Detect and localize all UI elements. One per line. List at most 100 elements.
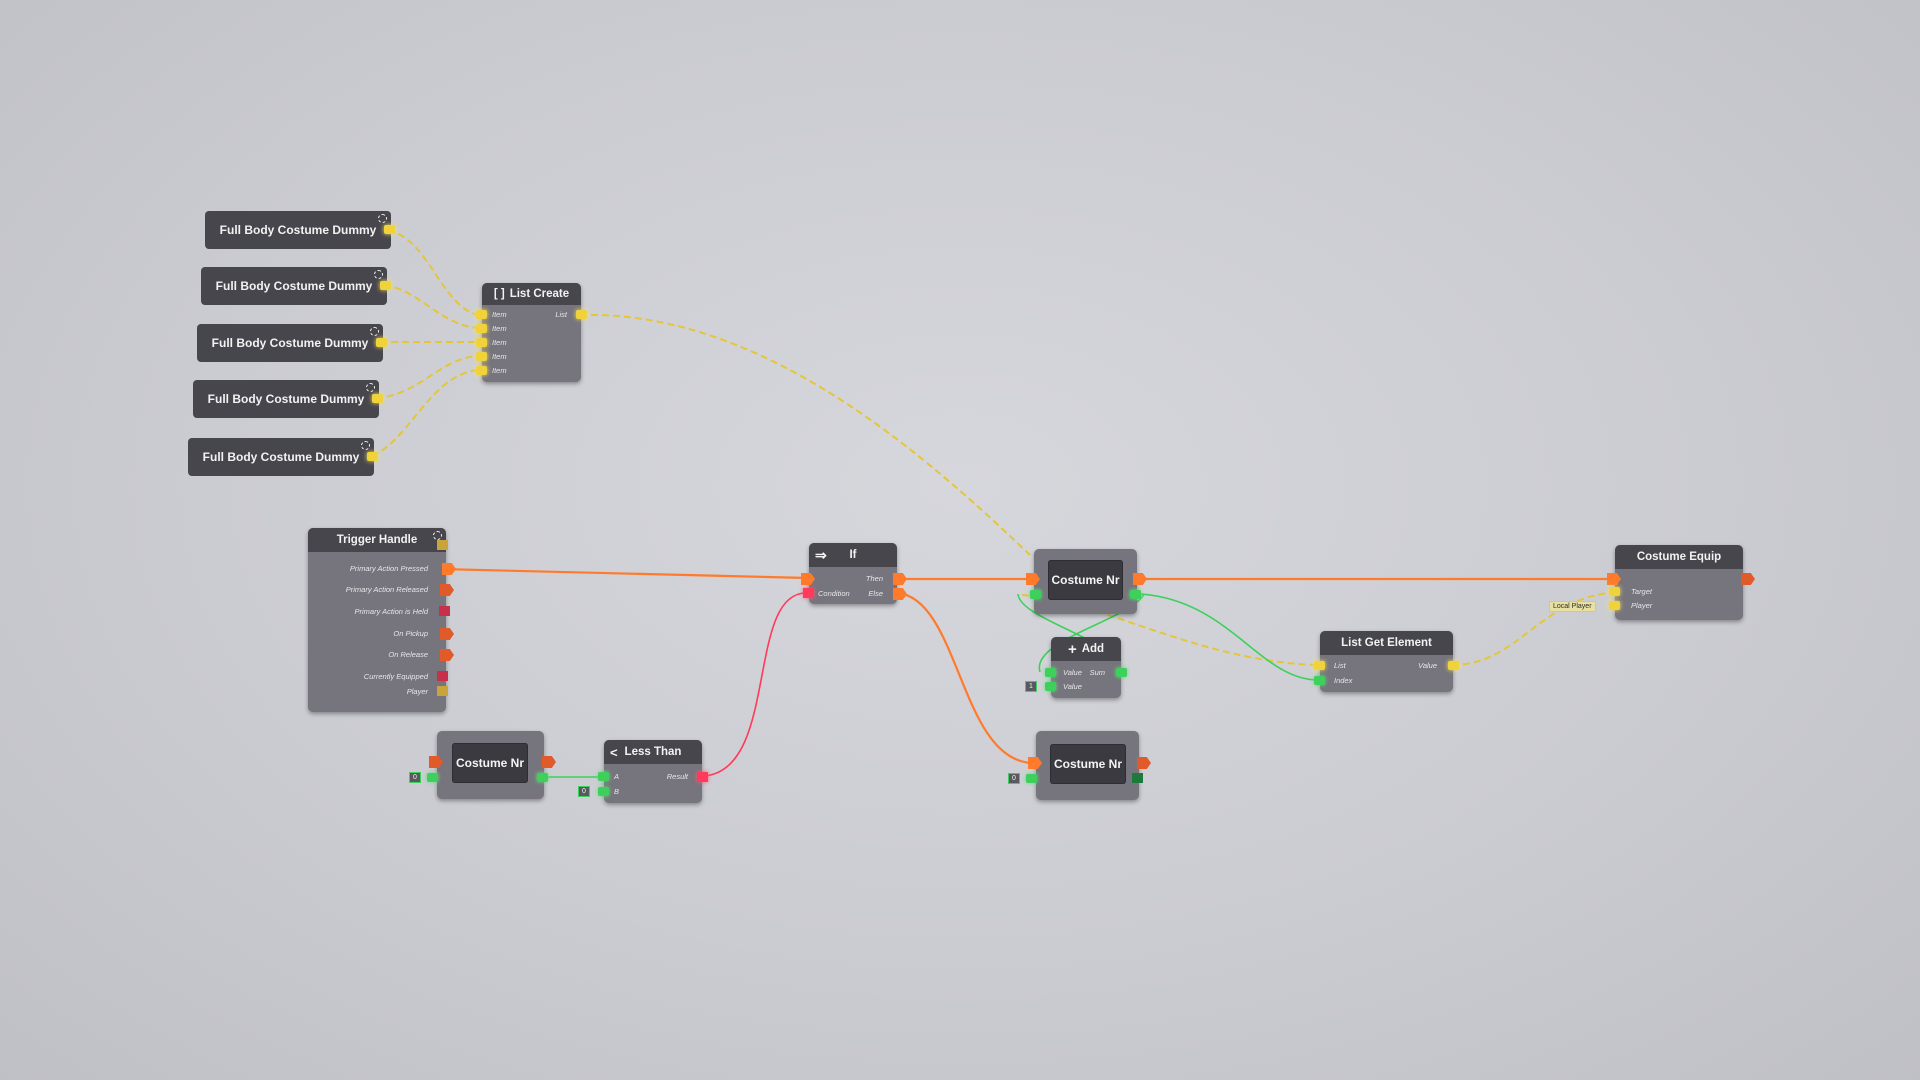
port-label: Item [492,352,507,361]
item-output-port[interactable] [367,452,378,461]
costume-nr-node-center[interactable]: Costume Nr [1026,549,1147,614]
list-create-node[interactable]: [ ] List Create Item Item Item Item Item… [476,283,587,382]
exec-input-port[interactable] [1607,573,1621,585]
if-node[interactable]: ⇒ If Then Condition Else [801,543,907,604]
add-node[interactable]: + Add Value Sum 1 Value [1025,637,1127,698]
settings-gear-icon[interactable] [366,383,375,392]
bool-output-port[interactable] [437,671,448,681]
sum-output-port[interactable] [1116,668,1127,677]
exec-input-port[interactable] [1028,757,1042,769]
costume-nr-plate[interactable]: Costume Nr [452,743,528,783]
trigger-handle-header[interactable]: Trigger Handle [308,528,446,552]
port-label: List [1334,661,1346,670]
exec-output-port[interactable] [440,649,454,661]
port-label: Currently Equipped [363,672,428,681]
item-output-port[interactable] [376,338,387,347]
number-output-port[interactable] [537,773,548,782]
item-output-port[interactable] [372,394,383,403]
value-input-port[interactable] [1045,682,1056,691]
item-output-port[interactable] [380,281,391,290]
number-input-port[interactable] [1030,590,1041,599]
number-output-port[interactable] [1132,773,1143,783]
settings-gear-icon[interactable] [374,270,383,279]
exec-input-port[interactable] [801,573,815,585]
value-output-port[interactable] [1448,661,1459,670]
local-player-literal[interactable]: Local Player [1549,601,1596,612]
b-constant-box[interactable]: 0 [578,786,590,797]
list-output-port[interactable] [576,310,587,319]
else-output-port[interactable] [893,588,907,600]
b-input-port[interactable] [598,787,609,796]
trigger-handle-node[interactable]: Trigger Handle Primary Action Pressed Pr… [308,528,456,712]
exec-output-port[interactable] [442,563,456,575]
wire-getelement-to-equip [1451,591,1621,666]
exec-output-port[interactable] [542,756,556,768]
exec-output-port[interactable] [440,584,454,596]
condition-input-port[interactable] [803,588,814,598]
target-input-port[interactable] [1609,587,1620,596]
value-constant-box[interactable]: 0 [1008,773,1020,784]
index-input-port[interactable] [1314,676,1325,685]
exec-output-port[interactable] [440,628,454,640]
add-header[interactable]: + Add [1051,637,1121,661]
port-label: Result [666,772,688,781]
costume-nr-node-left[interactable]: Costume Nr 0 [409,731,556,799]
number-output-port[interactable] [1130,590,1141,599]
result-output-port[interactable] [697,772,708,782]
costume-nr-plate[interactable]: Costume Nr [1048,560,1123,600]
port-label: Player [406,687,428,696]
port-label: On Release [388,650,428,659]
exec-output-port[interactable] [1741,573,1755,585]
number-input-port[interactable] [427,773,438,782]
number-input-port[interactable] [1026,774,1037,783]
node-title: Costume Nr [1051,573,1120,587]
less-than-node[interactable]: < Less Than A Result 0 B [578,740,708,803]
dummy-label: Full Body Costume Dummy [219,223,377,237]
exec-output-port[interactable] [1137,757,1151,769]
item-input-port[interactable] [476,324,487,333]
dummy-node-1[interactable]: Full Body Costume Dummy [205,211,395,249]
settings-gear-icon[interactable] [378,214,387,223]
dummy-label: Full Body Costume Dummy [202,450,360,464]
settings-gear-icon[interactable] [361,441,370,450]
wire-dummy1-listcreate [387,229,479,316]
exec-input-port[interactable] [1026,573,1040,585]
item-output-port[interactable] [384,225,395,234]
costume-nr-plate[interactable]: Costume Nr [1050,744,1126,784]
port-label: Primary Action Pressed [349,564,428,573]
bool-output-port[interactable] [439,606,450,616]
list-create-header[interactable]: [ ] List Create [482,283,581,305]
player-input-port[interactable] [1609,601,1620,610]
trigger-top-port[interactable] [437,540,448,550]
player-output-port[interactable] [437,686,448,696]
settings-gear-icon[interactable] [370,327,379,336]
port-label: Player [1631,601,1653,610]
exec-output-port[interactable] [1133,573,1147,585]
port-label: On Pickup [393,629,428,638]
dummy-node-4[interactable]: Full Body Costume Dummy [193,380,383,418]
dummy-node-2[interactable]: Full Body Costume Dummy [201,267,391,305]
if-header[interactable]: ⇒ If [809,543,897,567]
costume-equip-header[interactable]: Costume Equip [1615,545,1743,569]
item-input-port[interactable] [476,338,487,347]
dummy-node-5[interactable]: Full Body Costume Dummy [188,438,378,476]
less-than-header[interactable]: < Less Than [604,740,702,764]
value-input-port[interactable] [1045,668,1056,677]
costume-nr-node-bottom[interactable]: Costume Nr 0 [1008,731,1151,800]
list-input-port[interactable] [1314,661,1325,670]
list-get-element-header[interactable]: List Get Element [1320,631,1453,655]
item-input-port[interactable] [476,366,487,375]
dummy-node-3[interactable]: Full Body Costume Dummy [197,324,387,362]
costume-equip-node[interactable]: Costume Equip Target Player Local Player [1549,545,1755,620]
item-input-port[interactable] [476,352,487,361]
value-constant-box[interactable]: 1 [1025,681,1037,692]
value-constant-box[interactable]: 0 [409,772,421,783]
exec-input-port[interactable] [429,756,443,768]
list-get-element-node[interactable]: List Get Element List Value Index [1314,631,1459,692]
then-output-port[interactable] [893,573,907,585]
a-input-port[interactable] [598,772,609,781]
less-than-icon: < [610,744,618,760]
settings-gear-icon[interactable] [433,531,442,540]
item-input-port[interactable] [476,310,487,319]
